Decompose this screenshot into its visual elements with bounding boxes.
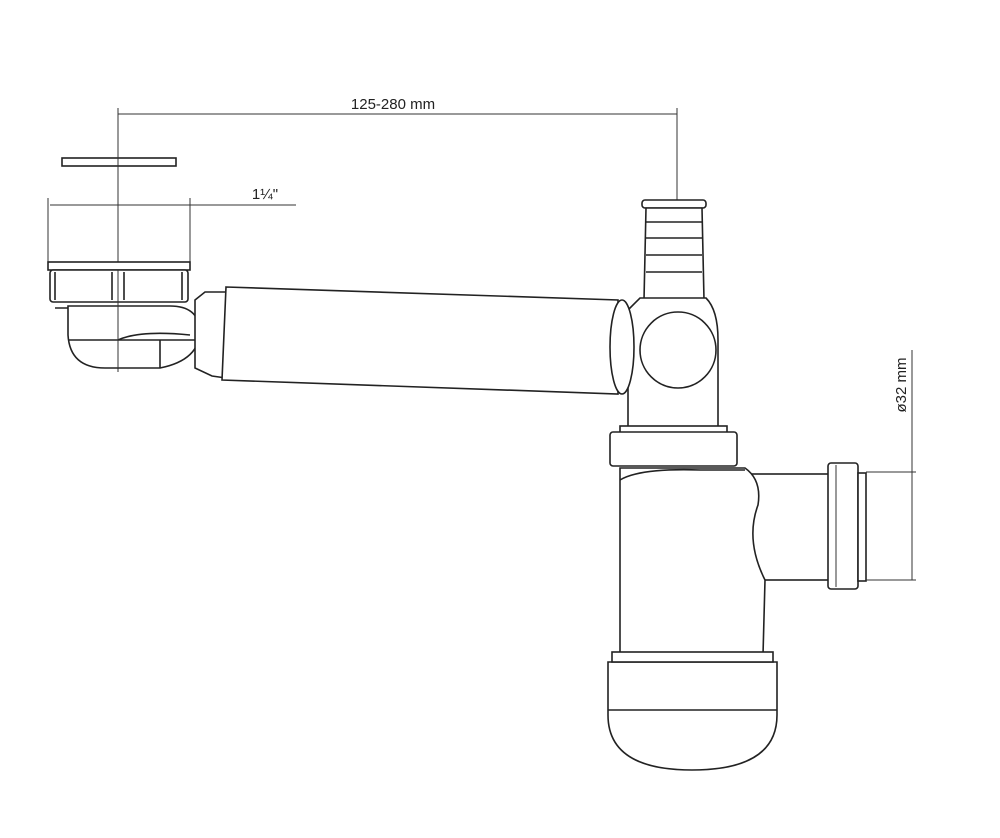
waste-size-label: 1¼" [252, 186, 278, 203]
top-nut [609, 431, 738, 467]
outlet-diameter-label: ø32 mm [893, 357, 910, 412]
extendable-pipe [221, 286, 619, 395]
ball-joint [639, 311, 717, 389]
waste-fitting [47, 261, 201, 369]
length-label: 125-280 mm [351, 96, 435, 113]
pipe-connector [194, 291, 227, 379]
drain-plate [61, 157, 177, 167]
bottle-body [619, 467, 766, 656]
hose-barb [641, 199, 707, 301]
waste-size-dimension: 1¼" [47, 186, 296, 264]
trap-cup [607, 661, 778, 771]
cup-ring [611, 651, 774, 663]
outlet-diameter-dimension: ø32 mm [866, 350, 916, 581]
